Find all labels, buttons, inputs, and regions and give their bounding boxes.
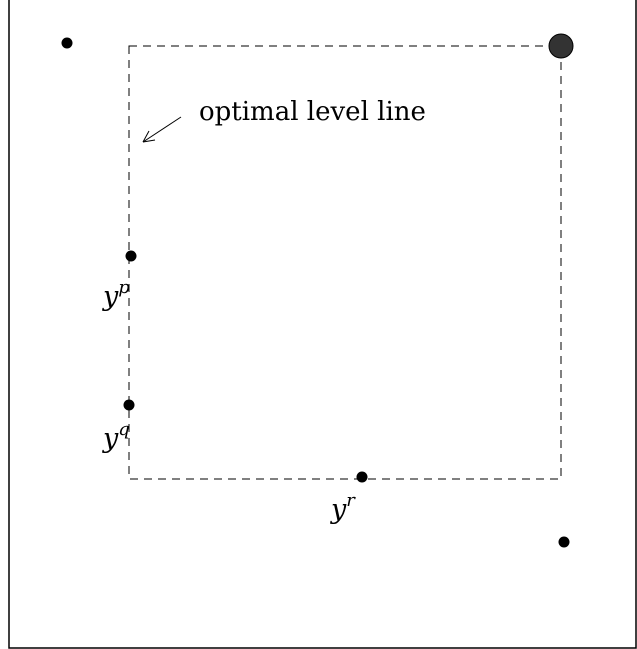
annotation-label: optimal level line bbox=[199, 97, 426, 127]
point-y-p bbox=[125, 250, 137, 262]
diagram-frame bbox=[8, 0, 637, 649]
label-y-r: yr bbox=[330, 490, 356, 525]
label-y-q: yq bbox=[102, 419, 130, 454]
label-y-p: yp bbox=[102, 277, 130, 312]
outer-point-top-left bbox=[61, 37, 73, 49]
optimal-level-line bbox=[128, 45, 562, 480]
optimal-point bbox=[548, 33, 574, 59]
outer-point-bottom-right bbox=[558, 536, 570, 548]
point-y-r bbox=[356, 471, 368, 483]
annotation-arrow bbox=[142, 116, 182, 143]
point-y-q bbox=[123, 399, 135, 411]
